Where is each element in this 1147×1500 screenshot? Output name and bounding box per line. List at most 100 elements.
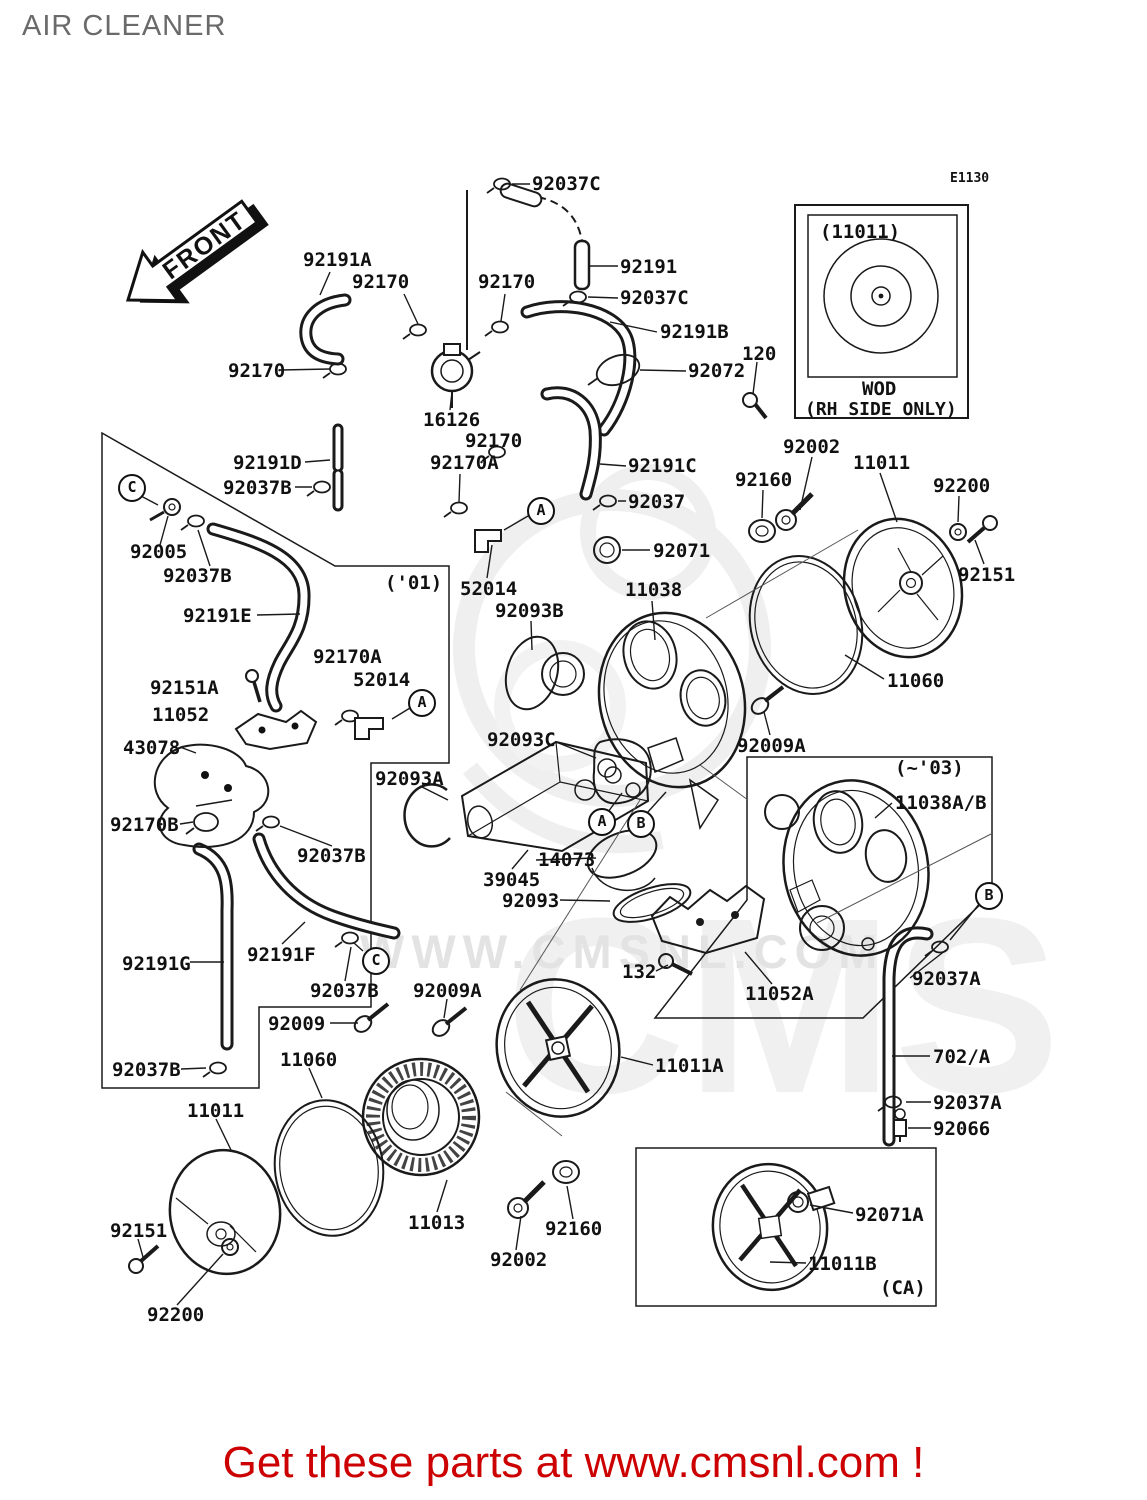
part-label-92009-53: 92009 <box>268 1013 326 1035</box>
part-label-92002-64: 92002 <box>490 1249 548 1271</box>
watermark-url-text: WWW.CMSNL.COM <box>360 925 884 978</box>
cover-11011-upper <box>842 517 964 659</box>
cover-11011b-ca <box>711 1162 836 1292</box>
part-label-11052a-51: 11052A <box>745 983 814 1005</box>
part-label-92191b-6: 92191B <box>660 321 729 343</box>
part-label-92037a-57: 92037A <box>933 1092 1002 1114</box>
part-label-92170a-30: 92170A <box>313 646 382 668</box>
alignment-lines <box>505 529 994 1137</box>
part-label-11060-55: 11060 <box>280 1049 338 1071</box>
ref-circle-b-5: B <box>975 882 1003 910</box>
part-label-92170a-13: 92170A <box>430 452 499 474</box>
part-label-92037c-2: 92037C <box>620 287 689 309</box>
part-label-11011a-60: 11011A <box>655 1055 724 1077</box>
part-label-92093a-36: 92093A <box>375 768 444 790</box>
part-label-wod-71: WOD <box>862 378 897 400</box>
part-label-92200-65: 92200 <box>147 1304 205 1326</box>
bracket-11052a <box>650 884 766 955</box>
part-label-92037b-54: 92037B <box>112 1059 181 1081</box>
part-label-43078-34: 43078 <box>123 737 181 759</box>
part-label-92072-8: 92072 <box>688 360 746 382</box>
part-label-14073-43: 14073 <box>538 849 596 871</box>
part-label-92037b-22: 92037B <box>163 565 232 587</box>
part-label-11038a-b-40: 11038A/B <box>895 792 987 814</box>
part-label-52014-25: 52014 <box>460 578 518 600</box>
valve-16126 <box>430 343 481 408</box>
part-label-120-7: 120 <box>742 343 777 365</box>
part-label-11011b-67: 11011B <box>808 1253 877 1275</box>
gasket-11060-upper <box>748 555 864 695</box>
part-label-92170b-41: 92170B <box>110 814 179 836</box>
part-label-92037-16: 92037 <box>628 491 686 513</box>
cover-11011-lower <box>168 1148 282 1276</box>
part-label-11011-18: 11011 <box>853 452 911 474</box>
part-label-92191e-29: 92191E <box>183 605 252 627</box>
part-label--11011--70: (11011) <box>820 221 901 243</box>
ref-circle-c-0: C <box>118 474 146 502</box>
gasket-92093c <box>592 738 652 805</box>
grommet-92071 <box>593 536 621 564</box>
part-label-92037c-0: 92037C <box>532 173 601 195</box>
bracket-11052 <box>234 709 318 751</box>
part-label-702-a-56: 702/A <box>933 1046 991 1068</box>
cmsnl-watermark: CMS WWW.CMSNL.COM <box>360 464 1061 1145</box>
part-label-92170-4: 92170 <box>352 271 410 293</box>
part-label--ca--68: (CA) <box>880 1277 926 1299</box>
air-cleaner-housing-11038 <box>541 611 747 830</box>
part-label-92160-63: 92160 <box>545 1218 603 1240</box>
rh-side-inset-box <box>794 204 969 419</box>
watermark-brand-text: CMS <box>505 866 1061 1145</box>
variant-box-03 <box>653 756 993 1019</box>
bolt-132 <box>658 953 693 976</box>
part-label-52014-31: 52014 <box>353 669 411 691</box>
ref-circle-a-2: A <box>408 689 436 717</box>
ref-circle-a-3: A <box>588 808 616 836</box>
part-label-92037b-15: 92037B <box>223 477 292 499</box>
ref-circle-a-1: A <box>527 497 555 525</box>
part-label-92191-1: 92191 <box>620 256 678 278</box>
part-label-92071-24: 92071 <box>653 540 711 562</box>
part-label-92170-11: 92170 <box>465 430 523 452</box>
gasket-11060-lower <box>273 1099 385 1237</box>
part-label-11038-26: 11038 <box>625 579 683 601</box>
cover-assy-11011a <box>495 978 621 1118</box>
part-label-132-50: 132 <box>622 961 657 983</box>
housing-11038ab <box>764 779 930 957</box>
part-label-92093c-35: 92093C <box>487 729 556 751</box>
part-label-92071a-66: 92071A <box>855 1204 924 1226</box>
part-label-92009a-49: 92009A <box>413 980 482 1002</box>
ref-circle-c-6: C <box>362 947 390 975</box>
part-label-92191g-47: 92191G <box>122 953 191 975</box>
part-label-92200-20: 92200 <box>933 475 991 497</box>
part-label-92191d-12: 92191D <box>233 452 302 474</box>
leader-lines <box>137 183 985 1306</box>
part-label--03--39: (~'03) <box>895 757 964 779</box>
part-label-92002-17: 92002 <box>783 436 841 458</box>
variant-box-ca <box>635 1147 937 1307</box>
part-label-92160-19: 92160 <box>735 469 793 491</box>
part-label-11052-33: 11052 <box>152 704 210 726</box>
part-label-11013-62: 11013 <box>408 1212 466 1234</box>
part-label--01--28: ('01) <box>385 572 443 594</box>
variant-box-01 <box>101 431 450 1089</box>
part-label-39045-44: 39045 <box>483 869 541 891</box>
part-label-92170-5: 92170 <box>478 271 536 293</box>
part-label-92037b-48: 92037B <box>310 980 379 1002</box>
part-label-11060-38: 11060 <box>887 670 945 692</box>
part-label-92093-45: 92093 <box>502 890 560 912</box>
footer-banner-link[interactable]: Get these parts at www.cmsnl.com ! <box>222 1438 925 1487</box>
part-label-92151-23: 92151 <box>958 564 1016 586</box>
part-label-92191f-46: 92191F <box>247 944 316 966</box>
element-11013 <box>361 1057 481 1177</box>
part-label-92037a-52: 92037A <box>912 968 981 990</box>
part-label-92151a-32: 92151A <box>150 677 219 699</box>
part-label-92191c-14: 92191C <box>628 455 697 477</box>
ref-circle-b-4: B <box>627 810 655 838</box>
part-label-92009a-37: 92009A <box>737 735 806 757</box>
front-arrow: FRONT <box>125 199 269 304</box>
part-label-92170-9: 92170 <box>228 360 286 382</box>
part-label-92093b-27: 92093B <box>495 600 564 622</box>
part-label-11011-59: 11011 <box>187 1100 245 1122</box>
seal-92093b <box>504 635 560 711</box>
